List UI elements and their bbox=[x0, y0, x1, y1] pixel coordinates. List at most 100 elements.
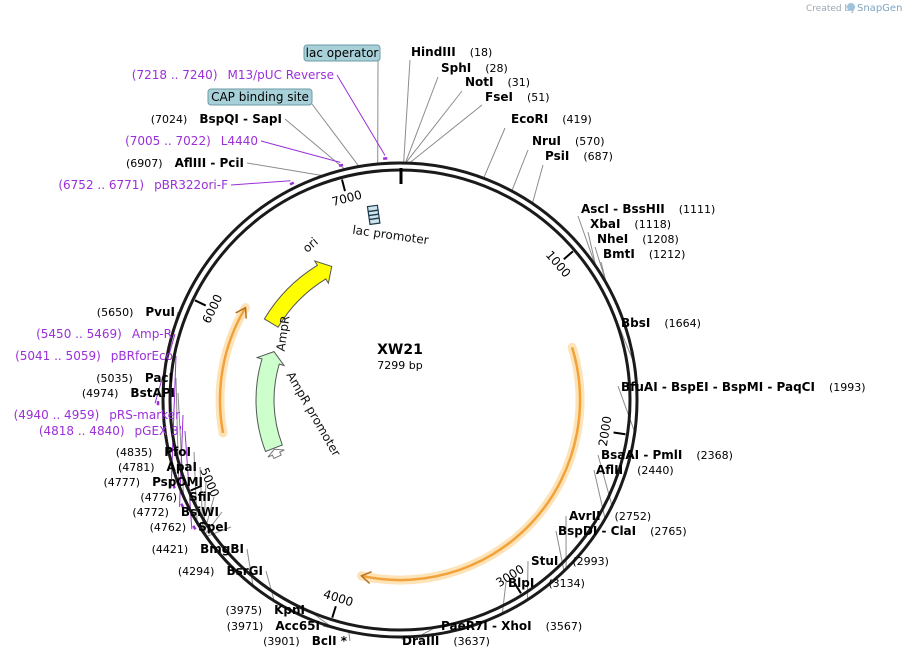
enzyme-avrii[interactable]: AvrII(2752) bbox=[569, 509, 651, 523]
enzyme-aflii-pos: (2440) bbox=[637, 464, 674, 477]
enzyme-bbsi-name: BbsI bbox=[621, 316, 650, 330]
enzyme-draiii[interactable]: DraIII(3637) bbox=[402, 634, 490, 648]
lac-promoter-stripe bbox=[369, 217, 380, 221]
enzyme-pfoi[interactable]: (4835)PfoI bbox=[116, 445, 191, 459]
enzyme-xbai[interactable]: XbaI(1118) bbox=[590, 217, 671, 231]
primer-l4440-label: L4440 bbox=[221, 134, 258, 148]
leader-line bbox=[203, 511, 223, 536]
enzyme-bsaai[interactable]: BsaAI - PmlI(2368) bbox=[601, 448, 733, 462]
enzyme-stui[interactable]: StuI(2993) bbox=[531, 554, 609, 568]
lac-promoter-feature[interactable] bbox=[366, 204, 381, 226]
primer-pbrforeco[interactable]: (5041 .. 5059)pBRforEco bbox=[15, 349, 173, 363]
primer-prs-marker[interactable]: (4940 .. 4959)pRS-marker bbox=[14, 408, 180, 422]
enzyme-bstapi-name: BstAPI bbox=[130, 386, 175, 400]
enzyme-drui[interactable]: NruI(570) bbox=[532, 134, 605, 148]
enzyme-asci[interactable]: AscI - BssHII(1111) bbox=[581, 202, 715, 216]
enzyme-apai[interactable]: (4781)ApaI bbox=[118, 460, 197, 474]
leader-line bbox=[600, 261, 607, 281]
primer-amp-r[interactable]: (5450 .. 5469)Amp-R bbox=[36, 327, 172, 341]
enzyme-bcli[interactable]: (3901)BclI * bbox=[263, 634, 348, 648]
enzyme-paci-pos: (5035) bbox=[96, 372, 133, 385]
enzyme-xbai-pos: (1118) bbox=[634, 218, 671, 231]
ampr-label: AmpR bbox=[274, 315, 293, 352]
enzyme-bspqi[interactable]: (7024)BspQI - SapI bbox=[151, 112, 282, 126]
enzyme-bmti[interactable]: BmtI(1212) bbox=[603, 247, 685, 261]
lac-operator-box[interactable]: lac operator bbox=[303, 44, 381, 62]
enzyme-noti[interactable]: NotI(31) bbox=[465, 75, 530, 89]
leader-line bbox=[311, 103, 359, 166]
ring-tick bbox=[331, 605, 337, 618]
leader-line bbox=[348, 632, 351, 642]
primer-marker bbox=[172, 484, 176, 489]
primer-pgex-3[interactable]: (4818 .. 4840)pGEX 3' bbox=[39, 424, 182, 438]
enzyme-pspomi-name: PspOMI bbox=[152, 475, 203, 489]
enzyme-afliii[interactable]: (6907)AflIII - PciI bbox=[126, 156, 244, 170]
enzyme-bbsi[interactable]: BbsI(1664) bbox=[621, 316, 701, 330]
ori-feature[interactable] bbox=[263, 260, 333, 328]
leader-line bbox=[199, 466, 204, 534]
enzyme-bsiwi[interactable]: (4772)BsiWI bbox=[132, 505, 219, 519]
enzyme-acc65i[interactable]: (3971)Acc65I bbox=[227, 619, 320, 633]
ring-tick bbox=[563, 250, 574, 260]
primer-l4440[interactable]: (7005 .. 7022)L4440 bbox=[125, 134, 258, 148]
enzyme-hindiii-name: HindIII bbox=[411, 45, 456, 59]
enzyme-afliii-name: AflIII - PciI bbox=[175, 156, 244, 170]
primer-pbr322ori-f[interactable]: (6752 .. 6771)pBR322ori-F bbox=[58, 178, 228, 192]
ring-tick bbox=[340, 179, 346, 192]
leader-line bbox=[577, 215, 595, 263]
enzyme-pspomi-pos: (4777) bbox=[103, 476, 140, 489]
enzyme-bsrgi[interactable]: (4294)BsrGI bbox=[178, 564, 263, 578]
enzyme-pspomi[interactable]: (4777) PspOMI bbox=[103, 475, 203, 489]
leader-line bbox=[405, 90, 463, 163]
leader-line bbox=[617, 385, 636, 435]
ampr-promoter-feature[interactable] bbox=[267, 448, 285, 460]
enzyme-nhei-pos: (1208) bbox=[642, 233, 679, 246]
leader-line bbox=[587, 231, 596, 265]
lac-promoter-label: lac promoter bbox=[352, 223, 430, 248]
enzyme-bstapi[interactable]: (4974) BstAPI bbox=[82, 386, 175, 400]
enzyme-nhei[interactable]: NheI(1208) bbox=[597, 232, 679, 246]
enzyme-hindiii[interactable]: HindIII(18) bbox=[411, 45, 492, 59]
leader-line bbox=[177, 392, 185, 500]
ring-tick-label: 7000 bbox=[330, 188, 363, 209]
enzyme-aflii[interactable]: AflII(2440) bbox=[596, 463, 674, 477]
enzyme-bfuai-name: BfuAI - BspEI - BspMI - PaqCI bbox=[621, 380, 815, 394]
lac-promoter-stripe bbox=[368, 209, 379, 213]
primer-prs-range: (4940 .. 4959) bbox=[14, 408, 100, 422]
enzyme-sphi[interactable]: SphI(28) bbox=[441, 61, 508, 75]
enzyme-spei-pos: (4762) bbox=[150, 521, 187, 534]
enzyme-blpi[interactable]: BlpI(3134) bbox=[508, 576, 585, 590]
leader-line bbox=[555, 530, 565, 573]
enzyme-ecori[interactable]: EcoRI(419) bbox=[511, 112, 592, 126]
enzyme-bstapi-pos: (4974) bbox=[82, 387, 119, 400]
cap-binding-site-box[interactable]: CAP binding site bbox=[207, 88, 313, 106]
enzyme-sfii[interactable]: (4776)SfiI bbox=[140, 490, 211, 504]
ampr-feature[interactable] bbox=[255, 351, 286, 453]
enzyme-kpni[interactable]: (3975)KpnI bbox=[226, 603, 305, 617]
leader-line bbox=[594, 246, 606, 280]
enzyme-pvui[interactable]: (5650)PvuI bbox=[97, 305, 175, 319]
enzyme-bmgbi[interactable]: (4421)BmgBI bbox=[152, 542, 244, 556]
orf-large[interactable] bbox=[361, 346, 582, 582]
credit-brand: SnapGene bbox=[857, 3, 903, 14]
enzyme-spei[interactable]: (4762)SpeI bbox=[150, 520, 228, 534]
enzyme-bfuai[interactable]: BfuAI - BspEI - BspMI - PaqCI(1993) bbox=[621, 380, 866, 394]
leader-line bbox=[593, 469, 606, 521]
leader-line bbox=[205, 526, 232, 538]
enzyme-bspdi[interactable]: BspDI - ClaI(2765) bbox=[558, 524, 687, 538]
enzyme-noti-name: NotI bbox=[465, 75, 494, 89]
primer-m13-puc-reverse[interactable]: (7218 .. 7240)M13/pUC Reverse bbox=[132, 68, 334, 82]
primer-pbr322-range: (6752 .. 6771) bbox=[58, 178, 144, 192]
primer-marker bbox=[180, 503, 185, 508]
enzyme-fsei[interactable]: FseI(51) bbox=[485, 90, 550, 104]
lac-promoter-stripe bbox=[368, 213, 379, 217]
leader-line bbox=[483, 127, 506, 178]
enzyme-acc65i-name: Acc65I bbox=[275, 619, 320, 633]
orf-small[interactable] bbox=[218, 307, 247, 434]
orf-arcs bbox=[215, 303, 585, 585]
enzyme-paer7i[interactable]: PaeR7I - XhoI(3567) bbox=[441, 619, 582, 633]
enzyme-psii[interactable]: PsiI(687) bbox=[545, 149, 613, 163]
leader-line bbox=[532, 164, 544, 203]
enzyme-paci[interactable]: (5035)PacI bbox=[96, 371, 173, 385]
